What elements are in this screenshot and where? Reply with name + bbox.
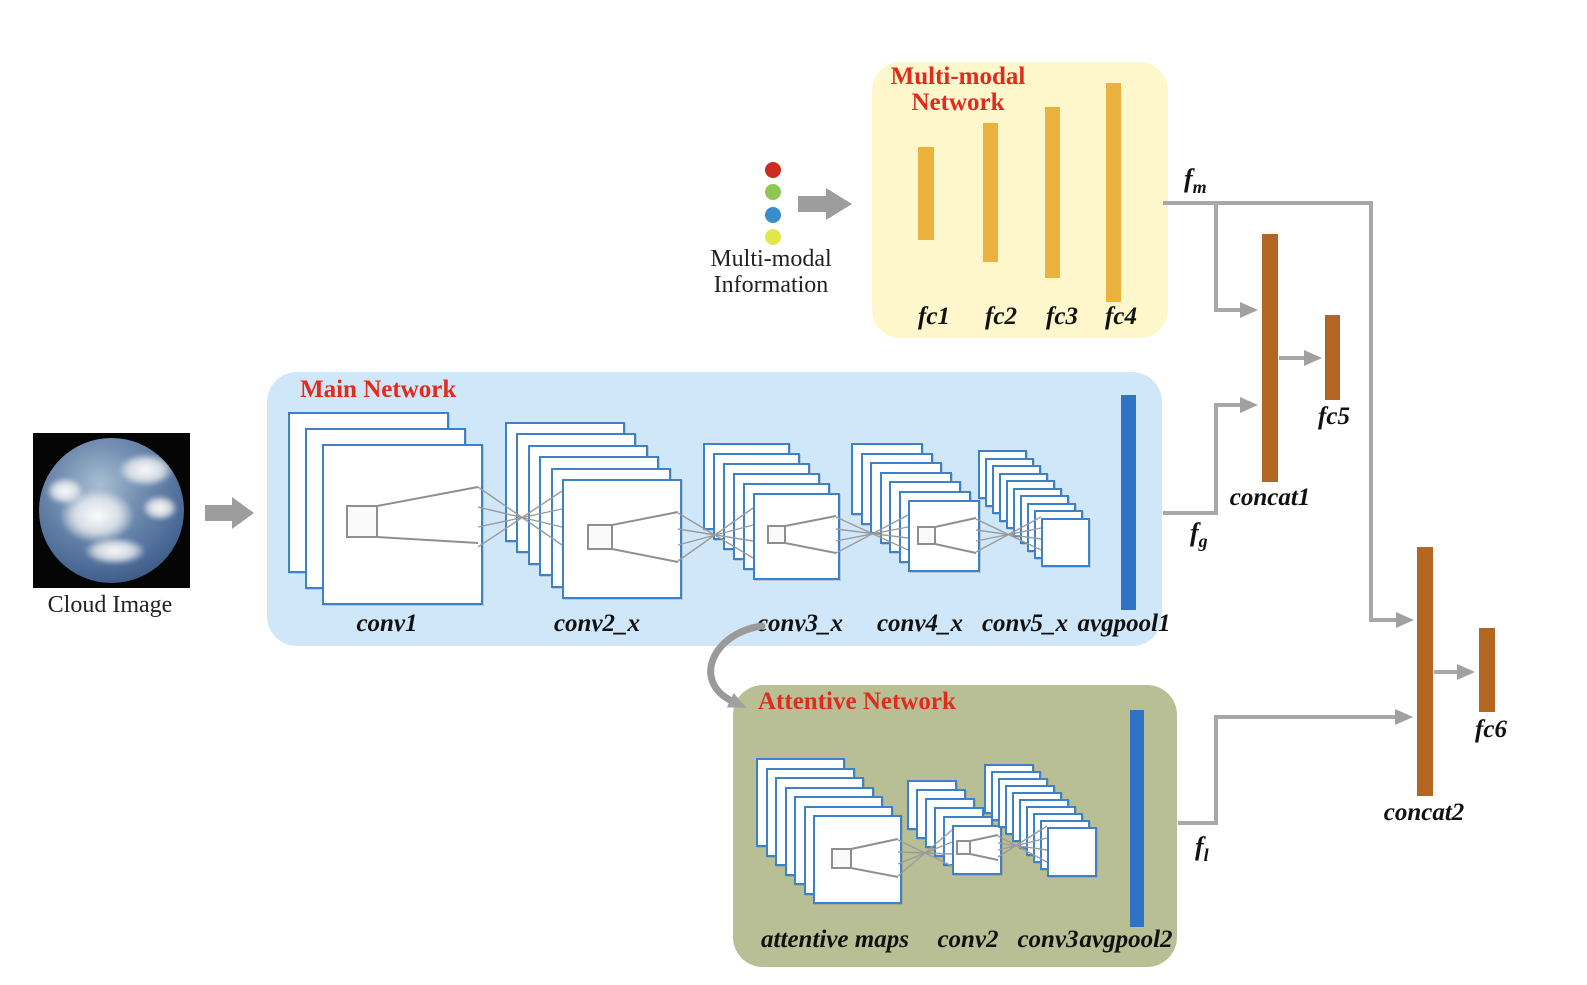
conv3x-stack-sheet — [753, 493, 840, 580]
fc4-label: fc4 — [1105, 303, 1137, 330]
multimodal-network-title-line1: Multi-modal — [890, 63, 1026, 90]
conv2x-stack-sheet — [562, 479, 682, 599]
conv4x-stack-sheet — [908, 500, 980, 572]
fc6-bar — [1479, 628, 1495, 712]
multimodal-dot-blue — [765, 207, 781, 223]
cloud-blob — [143, 496, 177, 520]
att-conv3-label: conv3 — [1017, 926, 1079, 953]
fc4-bar — [1106, 83, 1121, 302]
feature-fl-label: fl — [1195, 832, 1209, 866]
fc2-bar — [983, 123, 998, 262]
attentive-network-title: Attentive Network — [758, 688, 956, 715]
conv5x-label: conv5_x — [981, 610, 1069, 637]
multimodal-network-title: Multi-modal Network — [868, 64, 1048, 116]
concat2-label: concat2 — [1383, 799, 1465, 826]
fc1-label: fc1 — [918, 303, 950, 330]
conv1-label: conv1 — [356, 610, 418, 637]
att-conv2-label: conv2 — [937, 926, 999, 953]
fm-sub: m — [1192, 177, 1207, 198]
multimodal-info-label-line2: Information — [713, 272, 829, 298]
fc2-label: fc2 — [985, 303, 1017, 330]
attentive-maps-stack-sheet — [813, 815, 902, 904]
avgpool1-bar — [1121, 395, 1136, 610]
fc6-label: fc6 — [1475, 716, 1507, 743]
cloud-blob — [119, 454, 173, 486]
multimodal-dot-yellow — [765, 229, 781, 245]
att-conv2-stack-sheet — [952, 825, 1002, 875]
conv5x-stack-sheet — [1041, 517, 1090, 567]
fc3-bar — [1045, 107, 1060, 278]
fc3-label: fc3 — [1046, 303, 1078, 330]
conv2x-label: conv2_x — [553, 610, 641, 637]
fm-base: f — [1184, 164, 1193, 193]
multimodal-dot-green — [765, 184, 781, 200]
cloud-sphere-icon — [39, 438, 184, 583]
feature-fm-label: fm — [1184, 164, 1207, 198]
avgpool2-label: avgpool2 — [1079, 926, 1173, 953]
conv1-stack-sheet — [322, 444, 483, 605]
avgpool2-bar — [1130, 710, 1144, 927]
cloud-image — [33, 433, 190, 588]
conv3x-label: conv3_x — [756, 610, 844, 637]
cloud-image-label: Cloud Image — [47, 592, 173, 618]
cloud-blob — [47, 478, 83, 504]
att-conv3-stack-sheet — [1047, 827, 1097, 877]
multimodal-dot-red — [765, 162, 781, 178]
multimodal-info-label: Multi-modal Information — [694, 246, 848, 298]
main-network-title: Main Network — [300, 376, 457, 403]
cloud-blob — [85, 538, 145, 564]
multimodal-network-title-line2: Network — [911, 89, 1005, 116]
fl-base: f — [1195, 832, 1204, 861]
fl-sub: l — [1203, 845, 1209, 866]
multimodal-info-label-line1: Multi-modal — [710, 246, 832, 272]
concat2-bar — [1417, 547, 1433, 796]
attentive-maps-label: attentive maps — [761, 926, 909, 953]
fc1-bar — [918, 147, 934, 240]
conv4x-label: conv4_x — [876, 610, 964, 637]
avgpool1-label: avgpool1 — [1077, 610, 1171, 637]
